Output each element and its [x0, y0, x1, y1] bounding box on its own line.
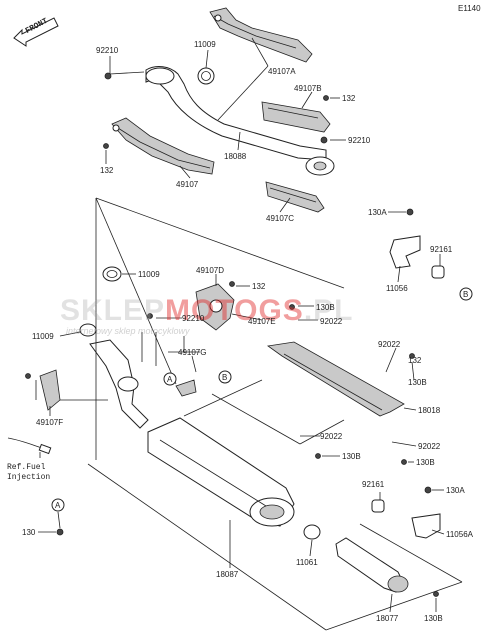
- part-label: 49107G: [178, 348, 207, 357]
- ref-fuel-injection-note: Ref.Fuel Injection: [7, 463, 51, 482]
- part-label: 11061: [296, 558, 318, 567]
- part-label: 92210: [96, 46, 119, 55]
- part-label: 49107E: [248, 317, 276, 326]
- part-label: 130B: [416, 458, 435, 467]
- ref-letter: A: [167, 375, 173, 384]
- part-label: 92161: [362, 480, 385, 489]
- leader-lines: [35, 37, 463, 631]
- part-label: 49107B: [294, 84, 322, 93]
- part-label: 130: [22, 528, 36, 537]
- gasket-11009-top: [197, 67, 215, 85]
- part-label: 49107C: [266, 214, 295, 223]
- part-label: 92022: [320, 432, 343, 441]
- part-label: 130B: [316, 303, 335, 312]
- part-label: 92210: [348, 136, 371, 145]
- heat-shield-18018: [266, 341, 405, 417]
- part-label: 130A: [368, 208, 387, 217]
- part-label: 130B: [342, 452, 361, 461]
- part-label: 92210: [182, 314, 205, 323]
- part-label: 49107D: [196, 266, 225, 275]
- ref-circle-A-1: [163, 372, 177, 386]
- tail-pipe-18077: [335, 537, 409, 593]
- oxygen-sensor: [7, 437, 52, 455]
- part-label: 11009: [138, 270, 160, 279]
- bracket-11056: [389, 235, 445, 279]
- part-label: 11009: [32, 332, 54, 341]
- part-label: 49107: [176, 180, 199, 189]
- part-label: 130B: [424, 614, 443, 623]
- part-label: 49107A: [268, 67, 296, 76]
- heat-guard-49107D: [195, 283, 235, 331]
- bracket-11056A: [371, 499, 441, 539]
- part-label: 132: [408, 356, 422, 365]
- watermark-brand-end: .PL: [303, 294, 354, 327]
- watermark-tagline: internetowy sklep motocyklowy: [66, 326, 190, 336]
- part-label: 18087: [216, 570, 239, 579]
- ref-letter: A: [55, 501, 61, 510]
- heat-guard-49107B: [261, 101, 331, 133]
- part-label: 92022: [378, 340, 401, 349]
- heat-guard-49107A: [209, 7, 313, 63]
- muffler-18087: [147, 417, 295, 527]
- nut-92210-a: [104, 72, 112, 80]
- part-label: 130B: [408, 378, 427, 387]
- part-label: 92161: [430, 245, 453, 254]
- watermark-brand: SKLEPMOTOGS.PL: [60, 294, 354, 328]
- part-label: 18077: [376, 614, 399, 623]
- watermark-brand-red: MOTOGS: [165, 294, 304, 327]
- watermark-brand-start: SKLEP: [60, 294, 166, 327]
- guard-49107F: [39, 369, 61, 411]
- heat-guard-49107C: [265, 181, 325, 213]
- ref-circle-B-1: [218, 370, 232, 384]
- part-label: 18088: [224, 152, 247, 161]
- part-label: 130A: [446, 486, 465, 495]
- part-label: 11056A: [446, 530, 473, 539]
- ref-letter: B: [222, 373, 228, 382]
- part-label: 49107F: [36, 418, 64, 427]
- part-label: 18018: [418, 406, 441, 415]
- heat-guard-49107: [111, 117, 215, 175]
- diagram-code: E1140: [458, 4, 481, 13]
- part-label: 92022: [320, 317, 343, 326]
- front-arrow-icon: [13, 17, 59, 47]
- part-label: 132: [342, 94, 356, 103]
- connecting-pipe: [89, 339, 197, 429]
- ref-circle-A-2: [51, 498, 65, 512]
- part-label: 132: [100, 166, 114, 175]
- part-label: 11056: [386, 284, 408, 293]
- part-label: 132: [252, 282, 266, 291]
- header-pipe-18088: [145, 66, 335, 176]
- ref-letter: B: [463, 290, 469, 299]
- ref-circle-B-2: [459, 287, 473, 301]
- part-label: 92022: [418, 442, 441, 451]
- part-label: 11009: [194, 40, 216, 49]
